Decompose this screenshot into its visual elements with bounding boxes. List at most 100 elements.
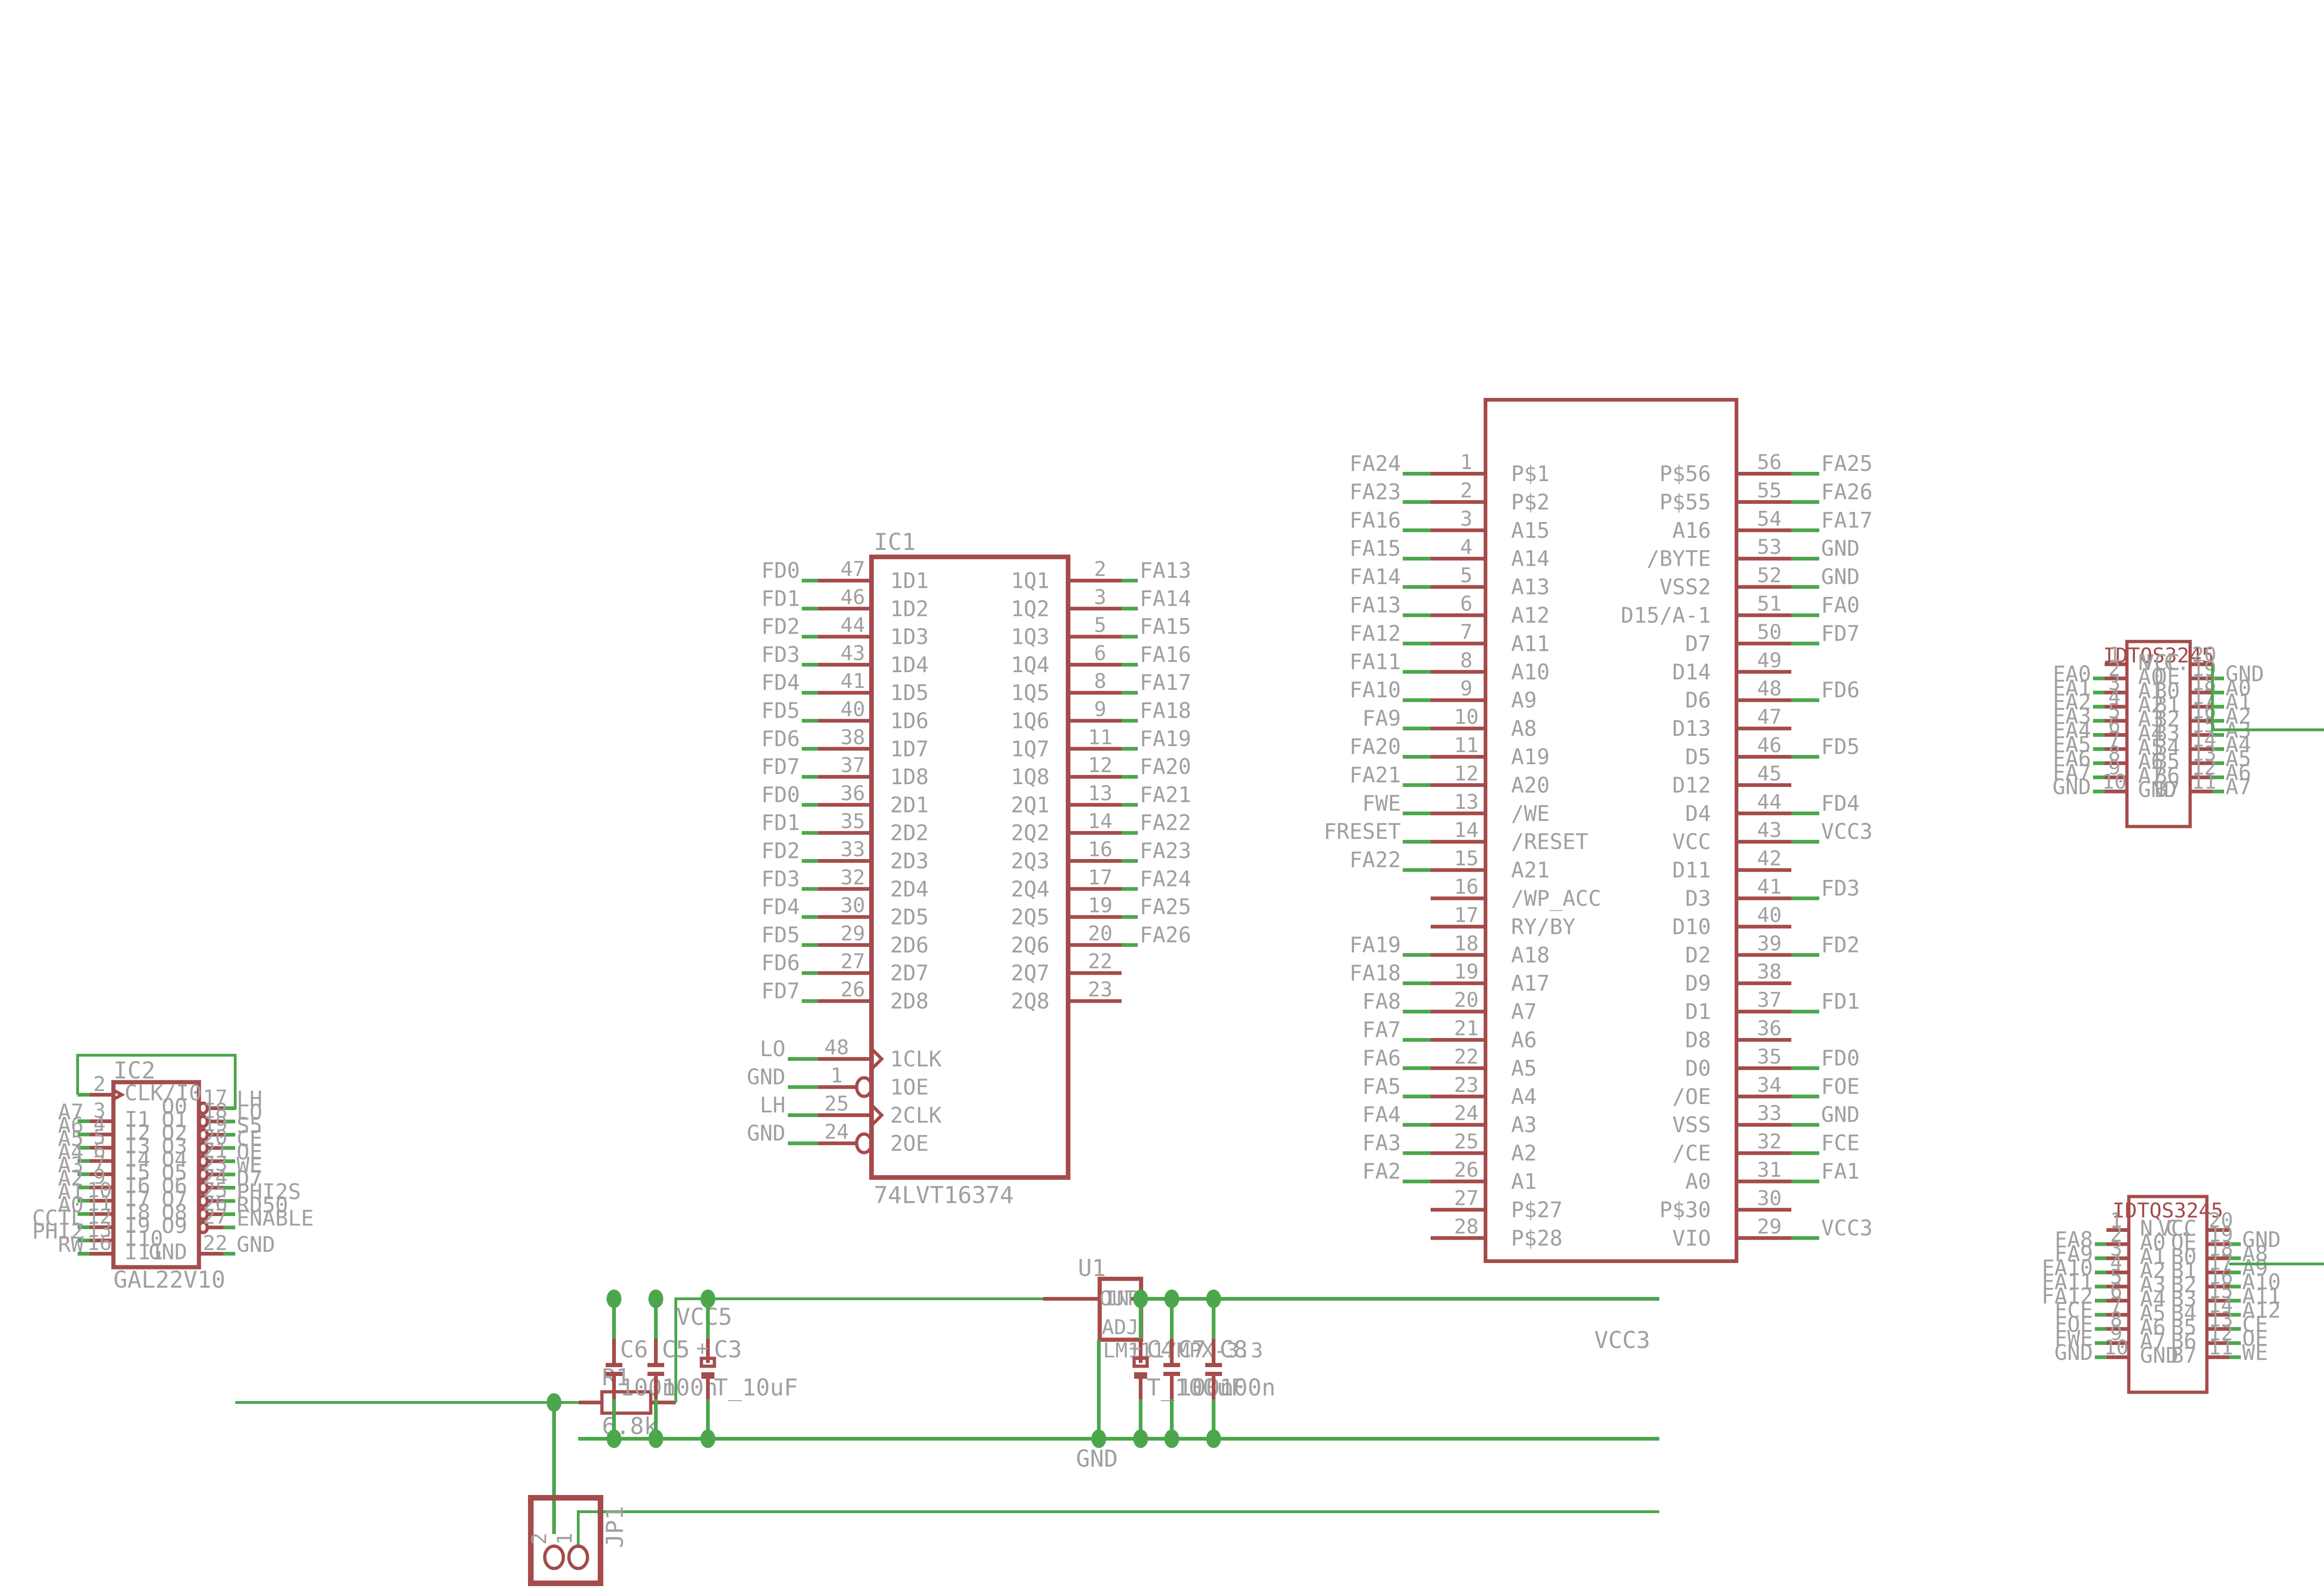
pin-number: 11: [1454, 734, 1479, 757]
part-value: GAL22V10: [113, 1266, 225, 1293]
net-label: LO: [760, 1036, 786, 1061]
pin-name: 1D5: [890, 680, 929, 705]
pin-number: 50: [1757, 620, 1782, 644]
pin-number: 9: [1094, 698, 1107, 721]
jp1-pin-2-pad-icon: [543, 1544, 565, 1570]
pin-name: O1: [162, 1107, 187, 1132]
pin-name: A18: [1511, 942, 1550, 967]
pin-number: 40: [840, 698, 865, 721]
net-label: FA15: [1140, 614, 1191, 639]
pin-name: 1D1: [890, 568, 929, 593]
clock-triangle-icon: [870, 1104, 884, 1127]
pin-name: A20: [1511, 773, 1550, 798]
pin-number: 25: [825, 1092, 849, 1116]
pin-number: 55: [1757, 479, 1782, 503]
cap-minus-plate: [1134, 1372, 1147, 1379]
pin-name: D5: [1685, 744, 1711, 769]
pin-name: /WE: [1511, 801, 1550, 826]
pin-name: 2Q7: [1011, 960, 1050, 986]
pin-name: D10: [1672, 914, 1711, 939]
net-label: FA20: [1349, 734, 1401, 759]
net-label: FA13: [1140, 558, 1191, 583]
pin-name: P$55: [1659, 489, 1711, 515]
net-label: FA13: [1349, 593, 1401, 618]
pin-name: P$27: [1511, 1197, 1563, 1222]
pin-number: 23: [1088, 978, 1113, 1002]
pin-name: O6: [162, 1173, 187, 1198]
net-label: A6: [2225, 760, 2251, 785]
jp1-body: [528, 1495, 603, 1586]
vcc4-3-network: VCC4_3GNDR510kVCC5D11N4148VCC4_3GNDC9100…: [2211, 664, 2324, 1265]
pin-name: A3: [2138, 707, 2164, 732]
net-label: FD5: [761, 922, 800, 947]
net-label: A7: [2225, 774, 2251, 800]
cap-reference: C6: [620, 1336, 648, 1363]
pin-name: A0: [1685, 1169, 1711, 1194]
pin-number: 16: [1454, 875, 1479, 899]
net-label: FD7: [1821, 621, 1860, 646]
pin-number: 2: [93, 1072, 106, 1096]
net-label: FA26: [1821, 479, 1873, 504]
pin-number: 19: [203, 1112, 228, 1136]
pin-number: 14: [1088, 810, 1113, 833]
pin-number: 15: [2209, 1279, 2233, 1303]
pin-number: 38: [840, 726, 865, 749]
net-label: A4: [2225, 732, 2251, 757]
pin-name: 2D2: [890, 820, 929, 846]
net-label: FA4: [1362, 1102, 1401, 1127]
net-label: FA14: [1349, 564, 1401, 589]
pin-number: 13: [87, 1218, 112, 1242]
pin-number: 32: [840, 866, 865, 889]
pin-number: 3: [1094, 585, 1107, 609]
pin-name: P$2: [1511, 489, 1550, 515]
pin-number: 12: [87, 1205, 112, 1229]
pin-number: 42: [1757, 847, 1782, 871]
net-label: FD4: [1821, 791, 1860, 816]
pin-name: A2: [2138, 692, 2164, 717]
cap-plate: [647, 1372, 664, 1376]
pin-number: 6: [2108, 714, 2121, 737]
clock-triangle-icon: [870, 1047, 884, 1071]
pin-name: A6: [1511, 1027, 1537, 1052]
pin-number: 32: [1757, 1130, 1782, 1154]
pin-number: 12: [1454, 762, 1479, 786]
pin-name: I7: [125, 1186, 150, 1211]
pin-number: 1: [2110, 1209, 2123, 1232]
pin-number: 24: [203, 1165, 228, 1189]
pin-number: 44: [1757, 790, 1782, 814]
pin-number: 46: [1757, 734, 1782, 757]
pin-name: A5: [1511, 1056, 1537, 1081]
pin-number: 5: [2108, 700, 2121, 723]
pin-name: 1Q7: [1011, 736, 1050, 761]
pin-name: D3: [1685, 886, 1711, 911]
pin-name: A3: [2140, 1272, 2166, 1297]
net-label: FA9: [1362, 706, 1401, 731]
pin-name: /RESET: [1511, 829, 1588, 854]
pin-name: B6: [2154, 763, 2180, 788]
pin-name: I4: [125, 1147, 150, 1172]
net-label: FD3: [761, 642, 800, 667]
net-label: A6: [58, 1113, 84, 1138]
